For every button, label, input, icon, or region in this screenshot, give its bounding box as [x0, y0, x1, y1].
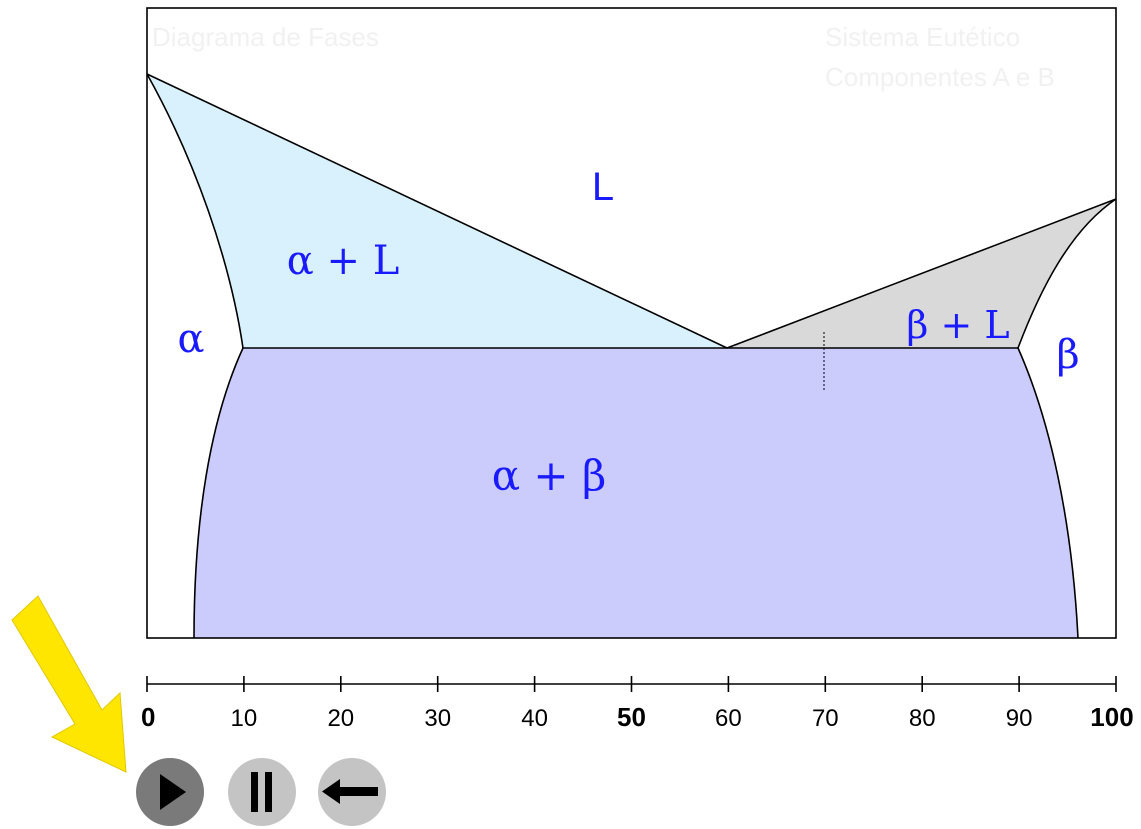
system-title: Sistema Eutético	[825, 22, 1020, 52]
axis-tick-label: 10	[231, 705, 258, 732]
axis-tick-label: 100	[1090, 702, 1133, 732]
alpha-beta-region	[194, 348, 1078, 638]
pause-button[interactable]	[228, 758, 296, 826]
solidus-alpha-line	[146, 73, 244, 349]
plot-frame	[146, 7, 1117, 639]
phase-boundaries	[146, 73, 1117, 639]
liquid-label: L	[592, 165, 614, 209]
pointer-arrow-icon	[11, 595, 127, 773]
play-icon	[160, 774, 186, 810]
solidus-beta-line	[1017, 198, 1117, 349]
axis-tick-label: 80	[909, 705, 936, 732]
diagram-title: Diagrama de Fases	[152, 22, 379, 52]
components-title: Componentes A e B	[825, 62, 1055, 92]
axis-tick-label: 90	[1006, 705, 1033, 732]
pause-icon	[251, 772, 272, 812]
composition-axis-ticks: 0 10 20 30 40 50 60 70 80 90 100	[141, 676, 1134, 732]
alpha-liquid-label: α + L	[287, 238, 400, 284]
solvus-beta-line	[1017, 347, 1079, 639]
axis-tick-label: 50	[617, 702, 646, 732]
axis-tick-label: 60	[715, 705, 742, 732]
liquidus-beta-line	[726, 198, 1117, 349]
beta-label: β	[1056, 332, 1079, 378]
beta-liquid-label: β + L	[906, 303, 1009, 347]
alpha-beta-label: α + β	[492, 451, 607, 500]
play-button[interactable]	[136, 758, 204, 826]
axis-tick-label: 30	[424, 705, 451, 732]
alpha-label: α	[177, 316, 204, 362]
back-arrow-icon	[322, 779, 378, 804]
axis-tick-label: 0	[141, 702, 155, 732]
back-button[interactable]	[318, 758, 386, 826]
axis-tick-label: 40	[521, 705, 548, 732]
phase-labels: L α + L β + L α β α + β	[177, 165, 1079, 500]
axis-tick-label: 20	[327, 705, 354, 732]
solvus-alpha-line	[193, 347, 244, 639]
axis-tick-label: 70	[812, 705, 839, 732]
liquidus-alpha-line	[146, 73, 728, 349]
